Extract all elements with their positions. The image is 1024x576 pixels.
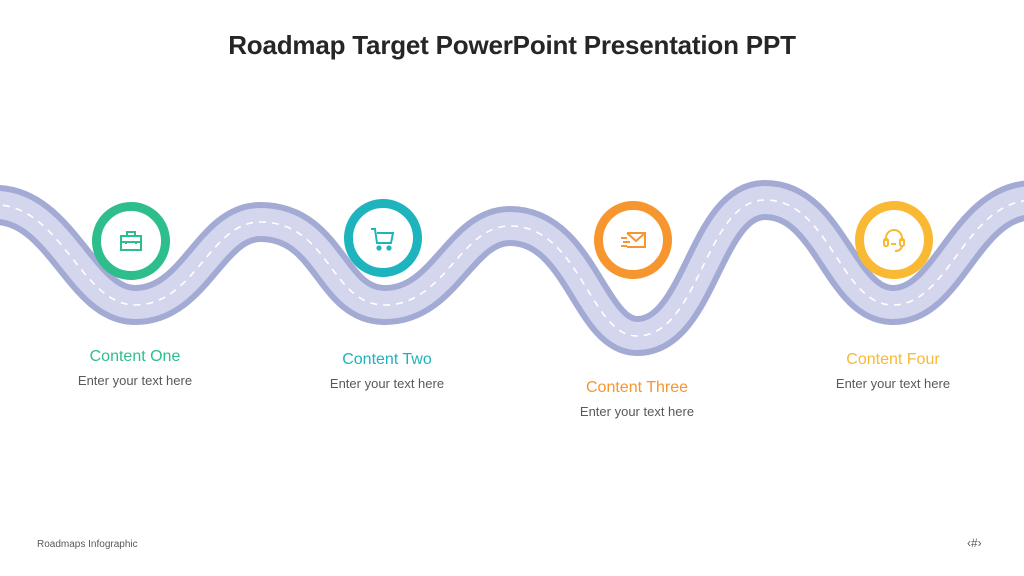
milestone-node-4 <box>855 201 933 279</box>
step-label-3: Content Three Enter your text here <box>537 378 737 419</box>
milestone-node-2 <box>344 199 422 277</box>
step-heading: Content Three <box>586 379 688 396</box>
step-heading: Content Two <box>342 351 432 368</box>
briefcase-icon <box>120 231 142 251</box>
step-heading: Content Four <box>846 351 940 368</box>
milestone-node-3 <box>594 201 672 279</box>
shopping-cart-icon <box>371 228 395 251</box>
slide-title: Roadmap Target PowerPoint Presentation P… <box>228 30 796 60</box>
step-heading: Content One <box>89 348 181 365</box>
step-label-1: Content One Enter your text here <box>35 347 235 388</box>
step-text: Enter your text here <box>835 376 951 391</box>
step-text: Enter your text here <box>579 404 695 419</box>
step-text: Enter your text here <box>77 373 193 388</box>
step-label-2: Content Two Enter your text here <box>287 350 487 391</box>
step-text: Enter your text here <box>329 376 445 391</box>
milestone-node-1 <box>92 202 170 280</box>
headset-icon <box>883 229 905 252</box>
step-label-4: Content Four Enter your text here <box>793 350 993 391</box>
page-number: ‹#› <box>967 536 982 550</box>
road-centerline <box>0 199 1024 337</box>
footer-text: Roadmaps Infographic <box>37 539 138 550</box>
email-send-icon <box>621 232 646 248</box>
